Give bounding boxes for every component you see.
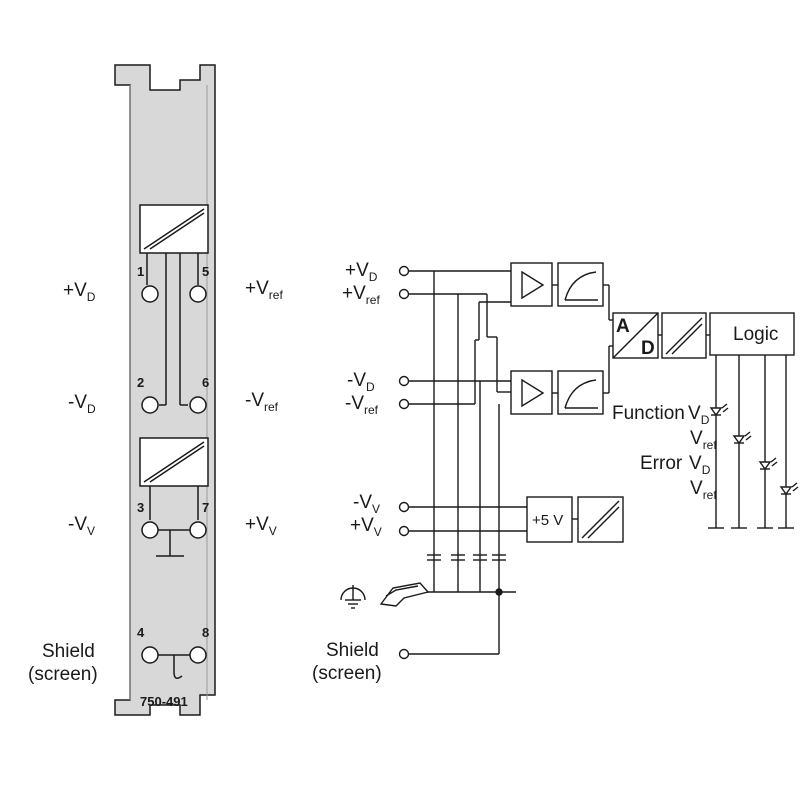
pin-number-2: 2 <box>137 375 144 390</box>
sch-label-minus-vref: -Vref <box>345 393 379 417</box>
label-plus-vref: +Vref <box>245 278 283 302</box>
label-minus-vd: -VD <box>68 392 96 416</box>
earth-ground-icon <box>340 585 366 609</box>
logic-block <box>709 312 795 356</box>
led-function-vd-icon <box>709 403 729 417</box>
led-error-vref-icon <box>779 482 799 496</box>
led-label-error-vref: Vref <box>690 478 717 502</box>
label-plus-vd: +VD <box>63 280 96 304</box>
input-minus-vv <box>398 501 410 513</box>
supply-label: +5 V <box>532 512 563 529</box>
sch-label-plus-vv: +VV <box>350 515 382 539</box>
sch-label-plus-vref: +Vref <box>342 283 380 307</box>
input-plus-vref <box>398 288 410 300</box>
sch-label-minus-vd: -VD <box>347 370 375 394</box>
block-schematic <box>340 262 799 660</box>
input-minus-vd <box>398 375 410 387</box>
pin-number-6: 6 <box>202 375 209 390</box>
led-error-vd-icon <box>758 457 778 471</box>
label-minus-vv: -VV <box>68 514 95 538</box>
terminal-2[interactable] <box>141 396 159 414</box>
pin-number-7: 7 <box>202 500 209 515</box>
sch-label-screen: (screen) <box>312 663 382 684</box>
label-plus-vv: +VV <box>245 514 277 538</box>
sch-label-minus-vv: -VV <box>353 492 380 516</box>
terminal-5[interactable] <box>189 285 207 303</box>
capacitor-row <box>427 554 506 561</box>
pin-number-1: 1 <box>137 264 144 279</box>
led-function-vref-icon <box>732 431 752 445</box>
terminal-1[interactable] <box>141 285 159 303</box>
input-plus-vv <box>398 525 410 537</box>
label-minus-vref: -Vref <box>245 390 279 414</box>
part-number: 750-491 <box>140 694 188 709</box>
logic-label: Logic <box>733 324 778 345</box>
label-shield-left: Shield <box>42 641 95 662</box>
sch-label-shield: Shield <box>326 640 379 661</box>
terminal-8[interactable] <box>189 646 207 664</box>
input-shield <box>398 648 410 660</box>
amplifier-block-1 <box>510 262 553 307</box>
pin-number-4: 4 <box>137 625 145 640</box>
terminal-4[interactable] <box>141 646 159 664</box>
din-rail-icon <box>379 582 430 607</box>
adc-label-d: D <box>641 338 655 359</box>
amplifier-block-2 <box>510 370 553 415</box>
terminal-7[interactable] <box>189 521 207 539</box>
pin-number-5: 5 <box>202 264 209 279</box>
supply-block <box>526 496 573 543</box>
adc-label-a: A <box>616 316 630 337</box>
pin-number-8: 8 <box>202 625 209 640</box>
label-screen-left: (screen) <box>28 664 98 685</box>
terminal-module <box>114 64 216 716</box>
input-minus-vref <box>398 398 410 410</box>
led-label-error: Error <box>640 453 683 474</box>
led-label-error-vd: VD <box>689 453 711 477</box>
led-label-function: Function <box>612 403 685 424</box>
terminal-6[interactable] <box>189 396 207 414</box>
led-label-function-vref: Vref <box>690 428 717 452</box>
led-label-function-vd: VD <box>688 403 710 427</box>
terminal-3[interactable] <box>141 521 159 539</box>
pin-number-3: 3 <box>137 500 144 515</box>
sch-label-plus-vd: +VD <box>345 260 378 284</box>
input-plus-vd <box>398 265 410 277</box>
